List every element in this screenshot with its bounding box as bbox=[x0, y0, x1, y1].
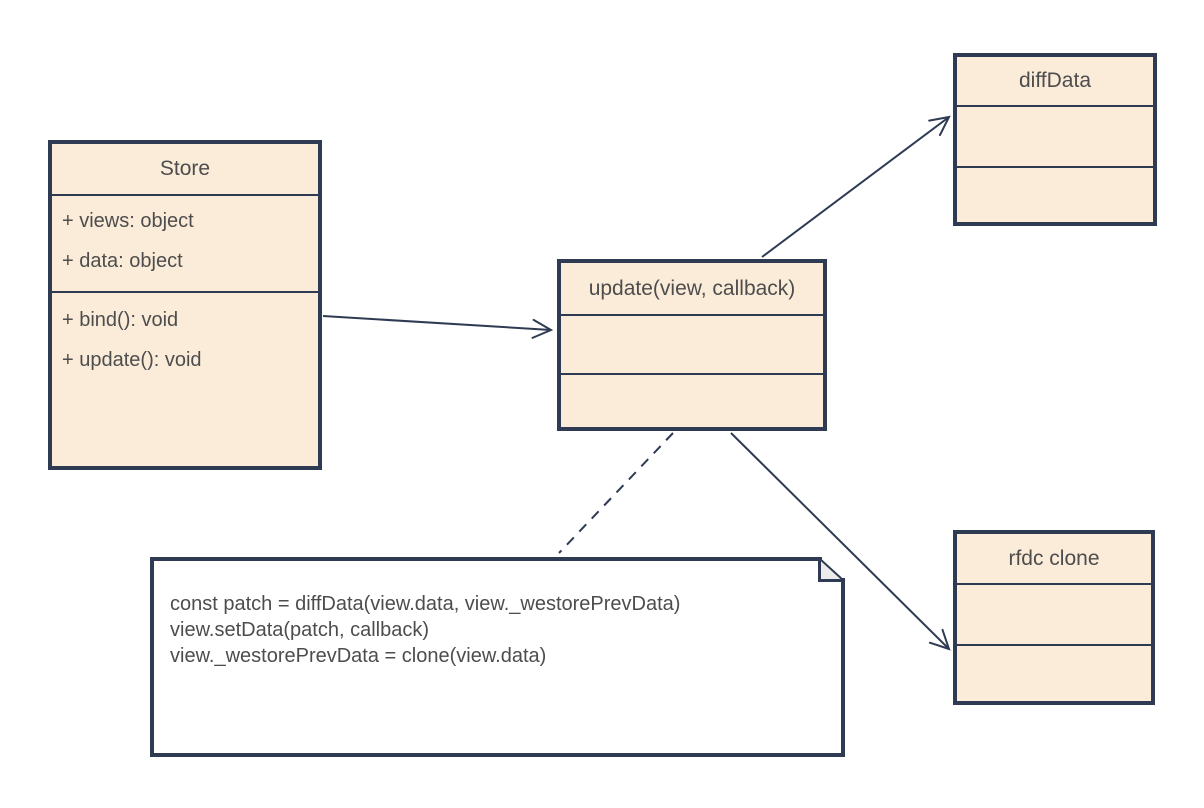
note-code-block: const patch = diffData(view.data, view._… bbox=[170, 591, 830, 669]
class-box-rfdc-clone: rfdc clone bbox=[953, 530, 1155, 705]
class-title: rfdc clone bbox=[957, 534, 1151, 585]
class-box-store: Store + views: object + data: object + b… bbox=[48, 140, 322, 470]
attribute: + data: object bbox=[62, 250, 183, 272]
class-title: Store bbox=[52, 144, 318, 196]
arrow-store-to-update bbox=[322, 315, 554, 339]
attributes-compartment: + views: object + data: object bbox=[52, 196, 318, 293]
note-code-line: view._westorePrevData = clone(view.data) bbox=[170, 645, 547, 667]
arrow-update-to-diffdata bbox=[761, 115, 951, 258]
class-box-update: update(view, callback) bbox=[557, 259, 827, 431]
attributes-compartment bbox=[957, 585, 1151, 646]
dashed-link-update-to-note bbox=[558, 432, 674, 554]
methods-compartment: + bind(): void + update(): void bbox=[52, 293, 318, 466]
method: + bind(): void bbox=[62, 309, 179, 331]
attribute: + views: object bbox=[62, 210, 194, 232]
methods-compartment bbox=[561, 375, 823, 427]
attributes-compartment bbox=[957, 107, 1153, 168]
note-code-line: view.setData(patch, callback) bbox=[170, 619, 430, 641]
method: + update(): void bbox=[62, 349, 202, 371]
methods-compartment bbox=[957, 646, 1151, 701]
class-title: diffData bbox=[957, 57, 1153, 107]
class-box-diffdata: diffData bbox=[953, 53, 1157, 226]
class-title: update(view, callback) bbox=[561, 263, 823, 316]
methods-compartment bbox=[957, 168, 1153, 222]
note-code-line: const patch = diffData(view.data, view._… bbox=[170, 593, 681, 615]
attributes-compartment bbox=[561, 316, 823, 375]
note-folded-corner-icon bbox=[819, 556, 846, 581]
